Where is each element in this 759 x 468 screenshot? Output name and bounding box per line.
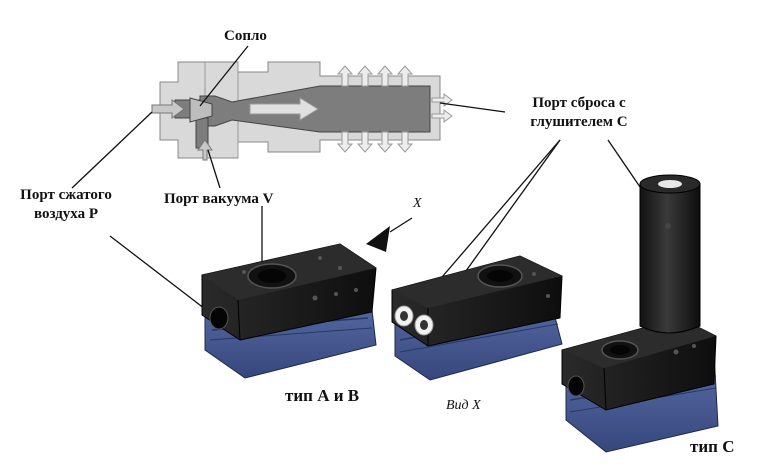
label-exhaust-port: Порт сброса с глушителем С [508,94,650,132]
label-nozzle: Сопло [224,28,267,44]
label-exhaust-port-line2: глушителем С [530,114,628,130]
label-vacuum-port: Порт вакуума V [164,191,274,207]
label-compressed-air-line1: Порт сжатого [20,187,112,203]
label-exhaust-port-line1: Порт сброса с [532,95,626,111]
label-view-marker: X [413,196,422,211]
device-type-c [561,174,719,453]
device-type-ab [201,243,377,379]
label-compressed-air-line2: воздуха Р [33,206,99,222]
label-view-x: Вид Х [446,398,481,413]
device-view-x [391,255,563,381]
label-type-ab: тип А и В [285,386,360,405]
label-compressed-air-port: Порт сжатого воздуха Р [10,186,122,224]
label-type-c: тип С [690,437,735,456]
ejector-schematic [151,61,453,161]
view-direction-arrow [366,226,390,252]
